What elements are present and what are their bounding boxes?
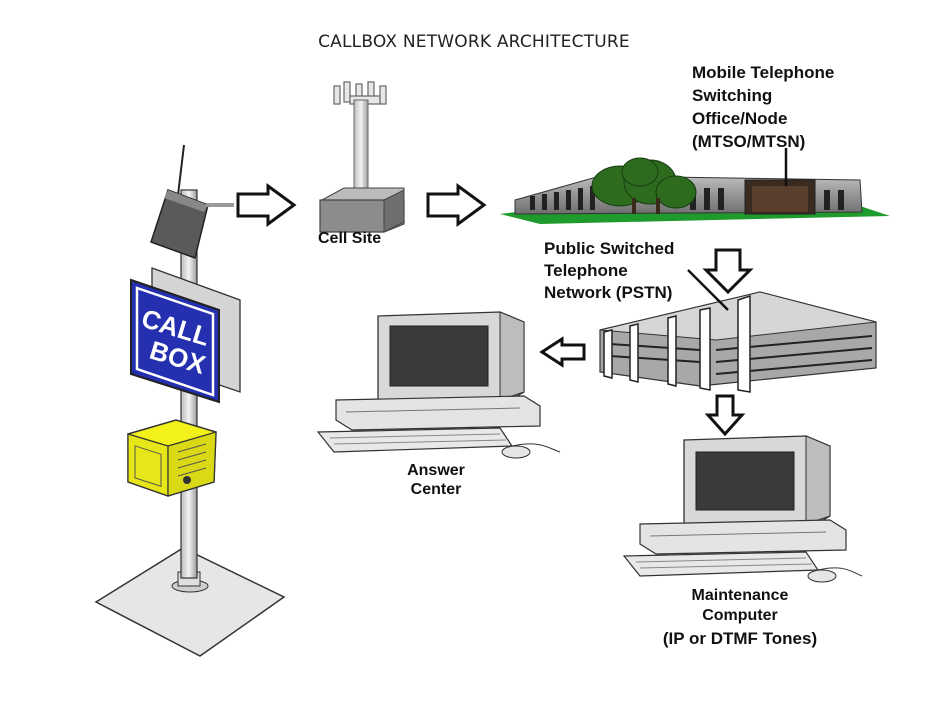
mc-base-unit: [639, 519, 847, 555]
antenna-whip: [177, 144, 185, 196]
label-pstn-line1: Public Switched: [544, 239, 675, 258]
ac-keyboard: [316, 427, 514, 453]
label-maintenance: Maintenance Computer (IP or DTMF Tones): [630, 586, 850, 649]
ground-plate: [94, 547, 286, 657]
label-mtso: Mobile Telephone Switching Office/Node (…: [692, 61, 834, 153]
mtso-building-group: [500, 148, 890, 224]
flow-arrows: [236, 183, 754, 437]
label-cell-site: Cell Site: [318, 230, 382, 247]
label-answer-center: Answer Center: [386, 461, 486, 499]
label-maintenance-line2: Computer: [702, 607, 778, 624]
arrow-to-pstn: [702, 248, 754, 295]
diagram-title: CALLBOX NETWORK ARCHITECTURE: [318, 32, 630, 52]
ac-base-unit: [335, 395, 541, 431]
callbox-sign: [130, 278, 220, 404]
arrow-to-mtso: [426, 183, 487, 227]
label-pstn-line3: Network (PSTN): [544, 283, 673, 302]
ac-mouse: [501, 445, 531, 459]
trees: [591, 157, 697, 209]
label-maintenance-line3: (IP or DTMF Tones): [662, 629, 818, 648]
mc-mouse: [807, 569, 837, 583]
label-mtso-line3: Office/Node: [692, 109, 788, 128]
arrow-to-answer-center: [539, 336, 586, 368]
callbox-pole-group: CALL BOX: [94, 144, 286, 657]
label-answer-center-line2: Center: [410, 481, 462, 498]
label-maintenance-line1: Maintenance: [691, 587, 789, 604]
arrow-to-cell-site: [236, 183, 297, 227]
mc-keyboard: [622, 551, 820, 577]
callbox-unit: [127, 419, 217, 497]
ac-screen: [389, 325, 489, 387]
label-pstn: Public Switched Telephone Network (PSTN): [544, 238, 674, 304]
answer-center-computer: [316, 311, 561, 459]
arrow-to-maintenance: [704, 394, 746, 437]
mc-screen: [695, 451, 795, 511]
cell-site-group: [319, 81, 405, 233]
pstn-building-group: [599, 269, 877, 393]
label-pstn-line2: Telephone: [544, 261, 628, 280]
cell-tower-mast: [353, 99, 369, 197]
maintenance-computer: [622, 435, 863, 583]
label-mtso-line4: (MTSO/MTSN): [692, 132, 806, 151]
label-mtso-line1: Mobile Telephone: [692, 63, 835, 82]
label-answer-center-line1: Answer: [407, 462, 465, 479]
label-mtso-line2: Switching: [692, 86, 773, 105]
